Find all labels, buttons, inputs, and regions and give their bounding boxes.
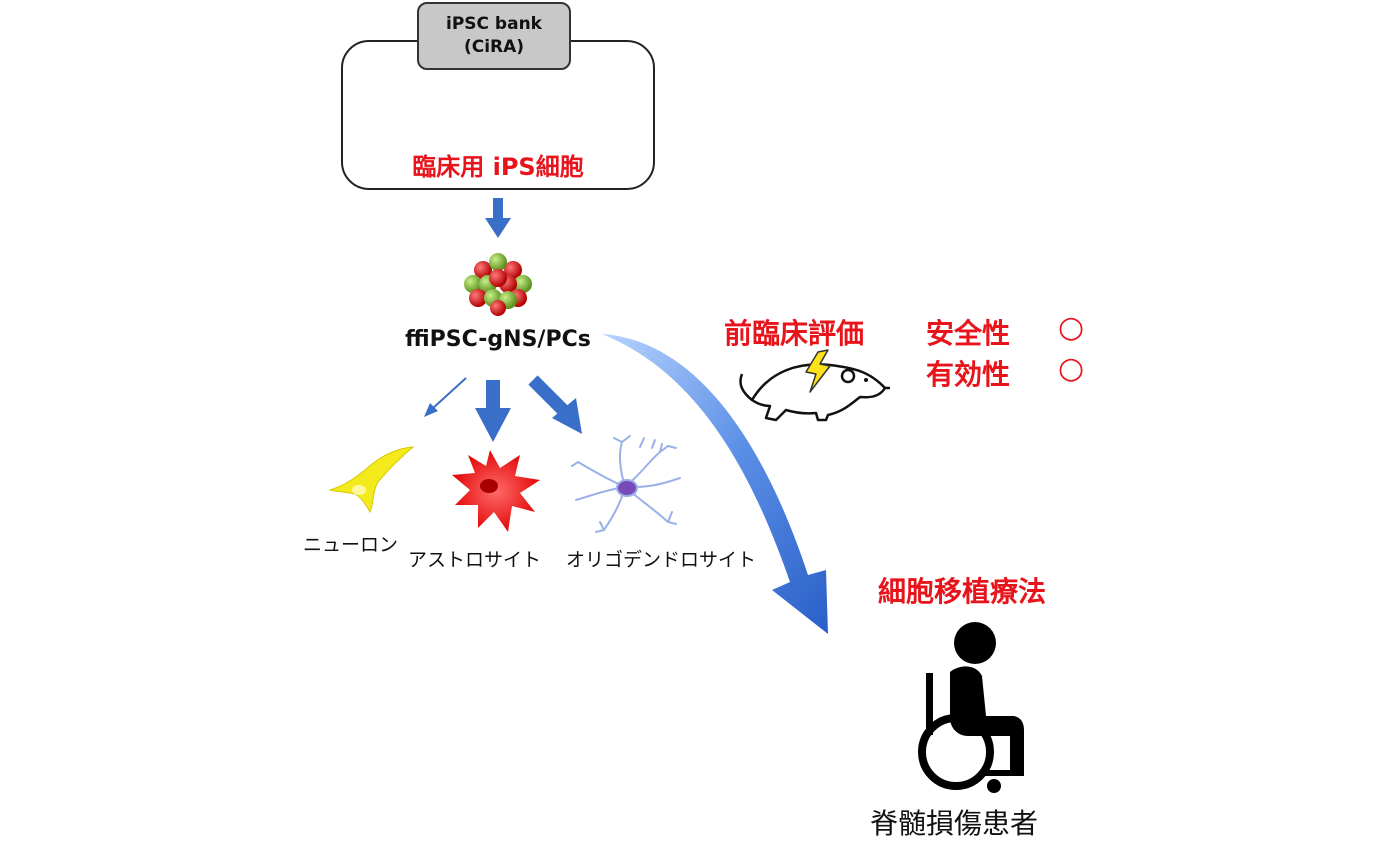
efficacy-label: 有効性 bbox=[926, 358, 1011, 391]
preclinical-title: 前臨床評価 bbox=[724, 317, 865, 350]
nspc-label: ffiPSC-gNS/PCs bbox=[405, 327, 591, 352]
bank-title: iPSC bank bbox=[446, 14, 542, 34]
astrocyte-label: アストロサイト bbox=[408, 549, 542, 571]
therapy-label: 細胞移植療法 bbox=[878, 575, 1047, 608]
neuron-icon bbox=[328, 446, 415, 514]
neurosphere-icon bbox=[464, 253, 532, 316]
safety-mark: ○ bbox=[1058, 310, 1085, 345]
neuron-label: ニューロン bbox=[303, 534, 399, 556]
lightning-icon bbox=[805, 349, 831, 393]
bank-subtitle: (CiRA) bbox=[463, 37, 525, 57]
astrocyte-icon bbox=[452, 450, 540, 532]
wheelchair-patient-icon bbox=[918, 622, 1024, 793]
arrow-to-astrocyte bbox=[475, 380, 511, 442]
oligodendrocyte-label: オリゴデンドロサイト bbox=[566, 549, 757, 571]
big-curved-arrow bbox=[602, 334, 828, 634]
safety-label: 安全性 bbox=[926, 317, 1011, 350]
down-arrow-icon bbox=[485, 198, 511, 238]
arrow-to-neuron bbox=[424, 377, 467, 417]
oligodendrocyte-icon bbox=[571, 435, 681, 533]
arrow-to-oligodendrocyte bbox=[528, 375, 582, 434]
ips-cell-label: 臨床用 iPS細胞 bbox=[412, 153, 584, 181]
ipsc-bank-tab: iPSC bank (CiRA) bbox=[417, 2, 571, 70]
patient-label: 脊髄損傷患者 bbox=[870, 807, 1039, 840]
mouse-icon bbox=[739, 363, 890, 422]
efficacy-mark: ○ bbox=[1058, 351, 1085, 386]
